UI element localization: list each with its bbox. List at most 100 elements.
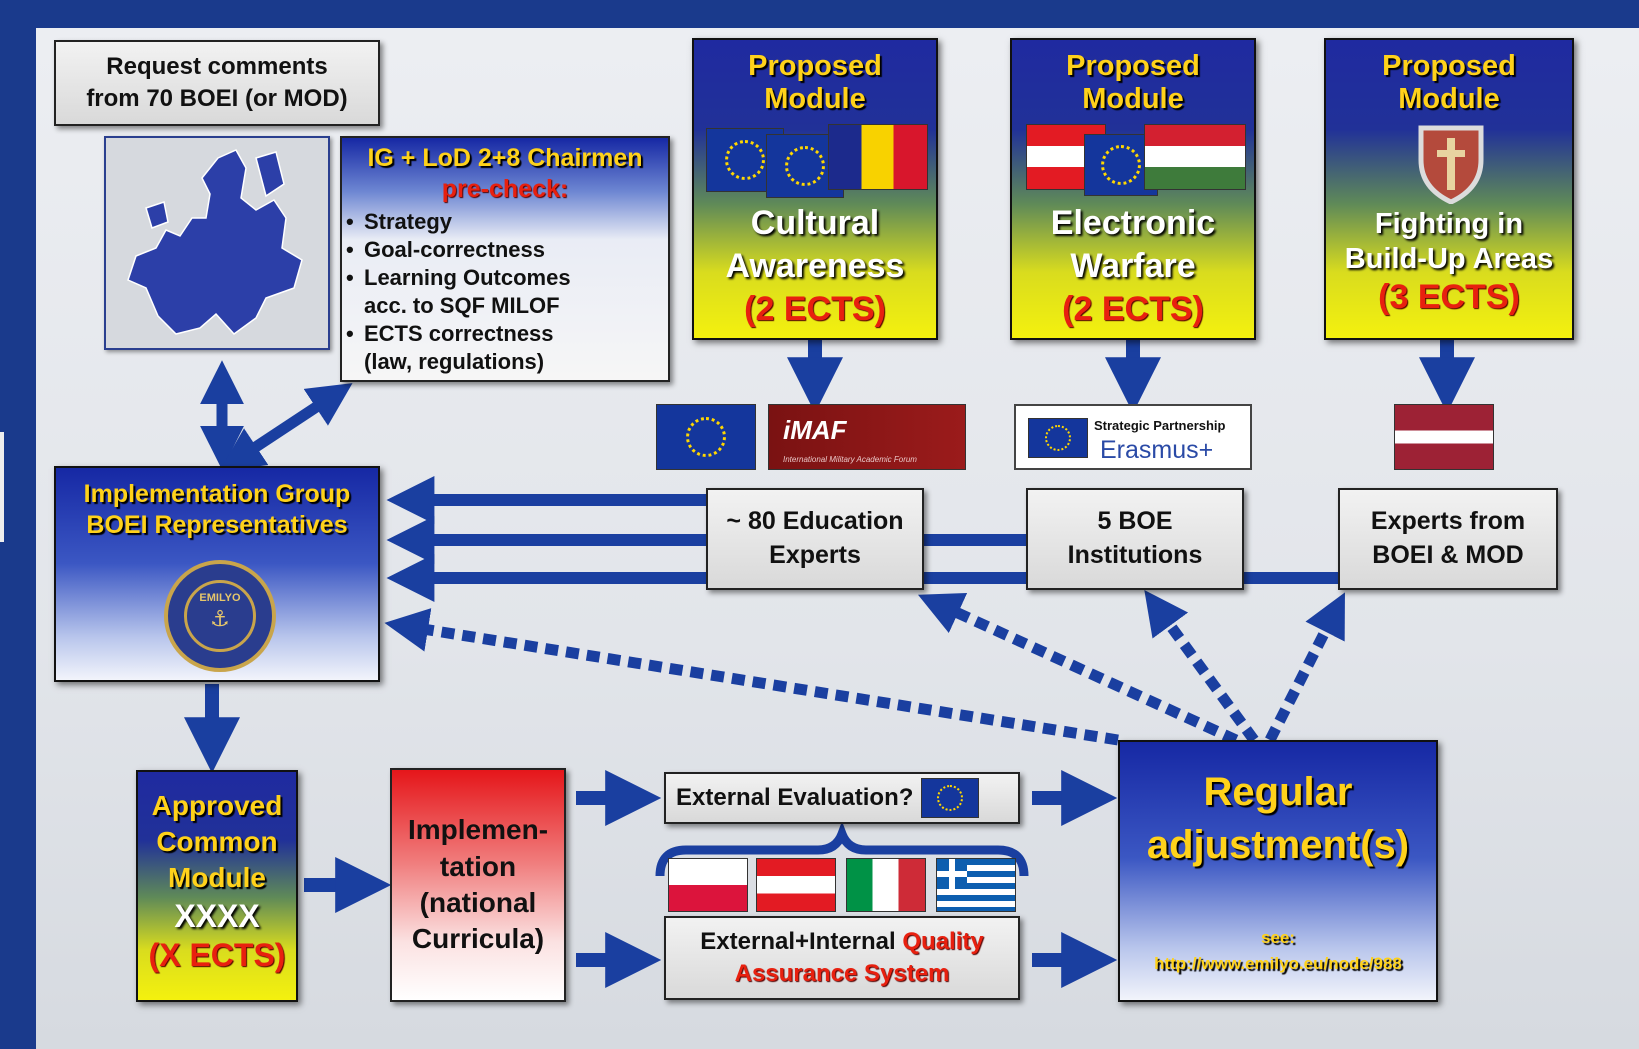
regular-see: see: <box>1260 928 1296 947</box>
emilyo-seal: EMILYO ⚓ <box>164 560 276 672</box>
qa-line-1: External+Internal Quality <box>700 926 983 958</box>
module-header-2: Module <box>764 83 866 115</box>
regular-line-1: Regular <box>1203 770 1353 814</box>
austria-flag <box>756 858 836 912</box>
connector-arrows <box>184 340 1475 988</box>
ig-line-2: BOEI Representatives <box>86 511 348 539</box>
request-line-2: from 70 BOEI (or MOD) <box>86 85 348 112</box>
europe-map <box>104 136 330 350</box>
boe-line-1: 5 BOE <box>1097 507 1173 536</box>
precheck-item: Strategy <box>342 208 668 236</box>
module-cultural-awareness: Proposed Module Cultural Awareness (2 EC… <box>692 38 938 340</box>
emilyo-seal-inner <box>184 580 256 652</box>
precheck-title: IG + LoD 2+8 Chairmen <box>367 144 643 172</box>
qa-line-2: Assurance System <box>734 960 950 987</box>
imaf-title: iMAF <box>783 415 847 445</box>
erasmus-line-1: Strategic Partnership <box>1094 418 1226 433</box>
italy-flag <box>846 858 926 912</box>
boei-mod-experts-box: Experts from BOEI & MOD <box>1338 488 1558 590</box>
bomod-line-2: BOEI & MOD <box>1372 541 1524 569</box>
imaf-logo: iMAF International Military Academic For… <box>768 404 966 470</box>
module-header-1: Proposed <box>1066 50 1200 82</box>
emilyo-seal-text: EMILYO <box>199 592 241 604</box>
module-name-1: Electronic <box>1050 204 1216 242</box>
eu-flag <box>656 404 756 470</box>
module-electronic-warfare: Proposed Module Electronic Warfare (2 EC… <box>1010 38 1256 340</box>
module-name-1: Fighting in <box>1374 208 1524 240</box>
precheck-item-continued: acc. to SQF MILOF <box>364 293 560 318</box>
impl-line-1: Implemen- <box>407 814 549 846</box>
module2-flags <box>1012 124 1254 196</box>
precheck-item-continued: (law, regulations) <box>364 349 545 374</box>
hungary-flag <box>1144 124 1246 190</box>
regular-url[interactable]: http://www.emilyo.eu/node/988 <box>1154 954 1402 973</box>
approved-code: XXXX <box>174 898 260 934</box>
double-arrow-diagonal <box>219 383 353 471</box>
shield-emblem <box>1326 120 1572 204</box>
qa-part-1: External+Internal <box>700 927 903 955</box>
external-evaluation-label: External Evaluation? <box>676 783 914 811</box>
precheck-box: IG + LoD 2+8 Chairmen pre-check: Strateg… <box>340 136 670 382</box>
eu-flag <box>1028 418 1088 458</box>
ig-line-1: Implementation Group <box>83 480 351 508</box>
implementation-box: Implemen- tation (national Curricula) <box>390 768 566 1002</box>
module-name-2: Awareness <box>725 247 905 285</box>
anchor-icon: ⚓ <box>210 606 230 631</box>
shield-icon <box>1418 125 1484 204</box>
erasmus-line-2: Erasmus+ <box>1100 436 1214 464</box>
module-name-1: Cultural <box>750 204 880 242</box>
romania-flag <box>828 124 928 190</box>
impl-line-3: (national <box>419 887 537 918</box>
implementation-group-box: Implementation Group BOEI Representative… <box>54 466 380 682</box>
module1-flags <box>694 124 936 198</box>
approved-line-3: Module <box>168 862 266 893</box>
feedback-to-experts-arrow <box>917 593 1239 746</box>
education-experts-box: ~ 80 Education Experts <box>706 488 924 590</box>
module-ects: (3 ECTS) <box>1378 278 1520 316</box>
quality-assurance-box: External+Internal Quality Assurance Syst… <box>664 916 1020 1000</box>
approved-common-module-box: Approved Common Module XXXX (X ECTS) <box>136 770 298 1002</box>
regular-adjustments-box: Regular adjustment(s) see: http://www.em… <box>1118 740 1438 1002</box>
experts-line-1: ~ 80 Education <box>726 507 904 536</box>
regular-line-2: adjustment(s) <box>1146 823 1410 867</box>
greece-canton <box>937 859 967 889</box>
europe-map-shape <box>106 138 328 348</box>
precheck-item: Goal-correctness <box>342 236 668 264</box>
diagram-canvas: Request comments from 70 BOEI (or MOD) I… <box>36 28 1639 1049</box>
feedback-to-boe-arrow <box>1144 590 1259 744</box>
request-comments-box: Request comments from 70 BOEI (or MOD) <box>54 40 380 126</box>
module-header-2: Module <box>1082 83 1184 115</box>
approved-line-2: Common <box>156 826 278 857</box>
qa-part-2: Quality <box>902 927 984 955</box>
external-evaluation-box: External Evaluation? <box>664 772 1020 824</box>
module-ects: (2 ECTS) <box>744 290 886 328</box>
feedback-to-ig-arrow <box>384 608 1119 746</box>
greece-flag <box>936 858 1016 912</box>
experts-line-2: Experts <box>769 541 861 569</box>
request-line-1: Request comments <box>106 52 328 80</box>
impl-line-4: Curricula) <box>411 923 545 955</box>
module-fighting-build-up-areas: Proposed Module Fighting in Build-Up Are… <box>1324 38 1574 340</box>
module-ects: (2 ECTS) <box>1062 290 1204 328</box>
precheck-subtitle: pre-check: <box>441 175 569 203</box>
module-name-2: Build-Up Areas <box>1344 243 1554 275</box>
module-header-1: Proposed <box>1382 50 1516 82</box>
impl-line-2: tation <box>439 850 517 882</box>
latvia-flag <box>1394 404 1494 470</box>
precheck-item: Learning Outcomes <box>342 264 668 292</box>
flags-brace <box>655 821 1029 877</box>
left-tab-marker <box>0 432 4 542</box>
boe-institutions-box: 5 BOE Institutions <box>1026 488 1244 590</box>
approved-line-1: Approved <box>151 790 283 821</box>
boe-line-2: Institutions <box>1067 541 1203 569</box>
bomod-line-1: Experts from <box>1370 507 1526 536</box>
module-header-1: Proposed <box>748 50 882 82</box>
module-name-2: Warfare <box>1070 247 1196 285</box>
precheck-list: Strategy Goal-correctness Learning Outco… <box>342 208 668 376</box>
module-header-2: Module <box>1398 83 1500 115</box>
feedback-to-bomod-arrow <box>1265 592 1345 743</box>
precheck-item: ECTS correctness <box>342 320 668 348</box>
approved-ects: (X ECTS) <box>148 937 286 973</box>
eu-flag <box>921 778 980 818</box>
poland-flag <box>668 858 748 912</box>
